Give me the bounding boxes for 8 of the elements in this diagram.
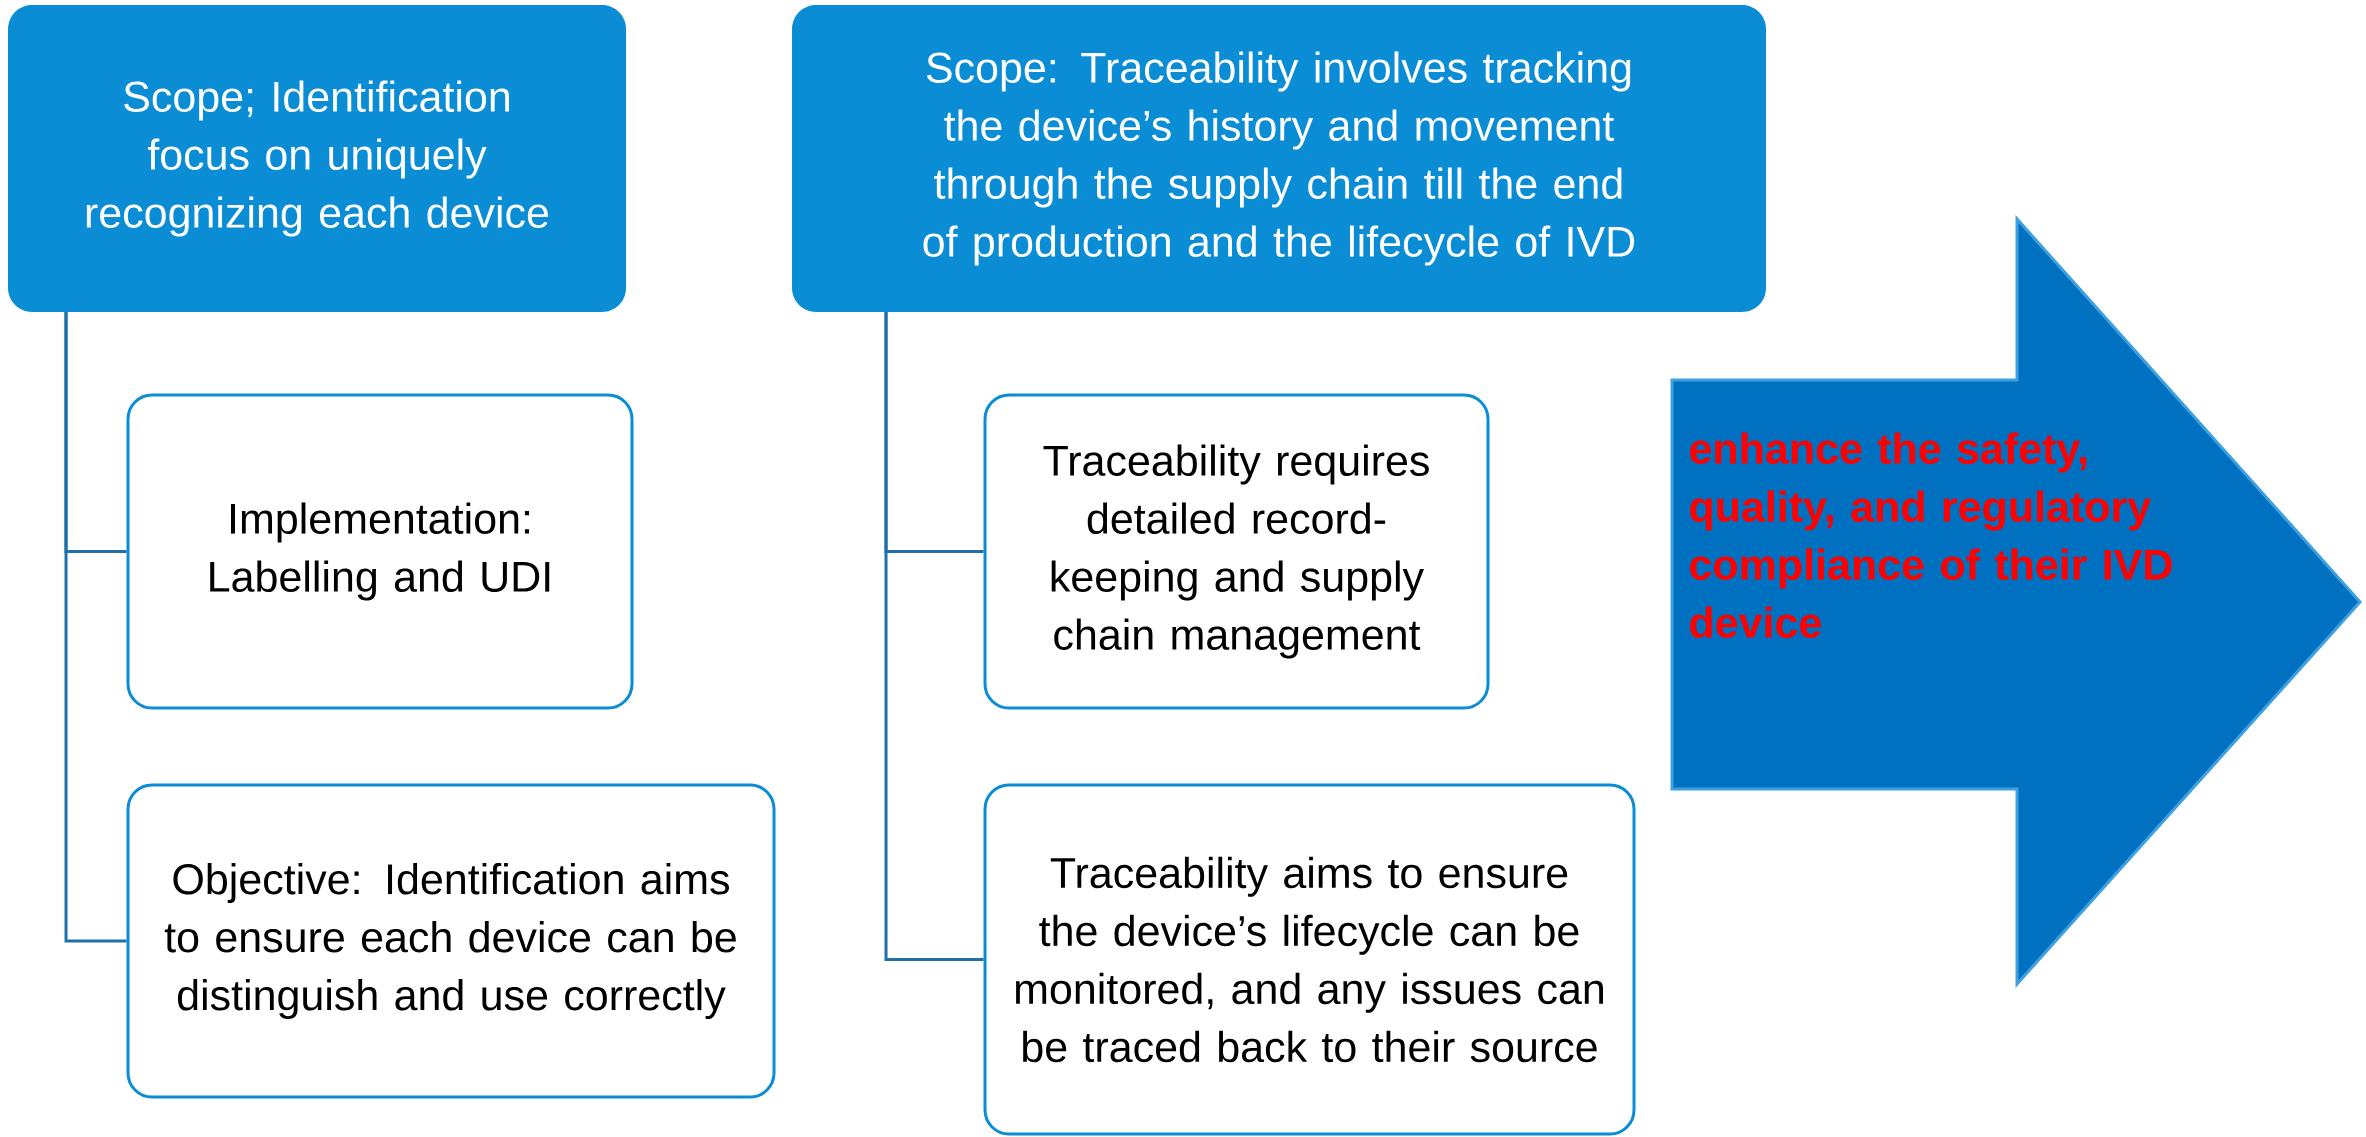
text-box: Traceability aims to ensure the device’s lifecycle can be monitored, and any issues can be traced back to their source <box>983 783 1636 1136</box>
text-box: Implementation: Labelling and UDI <box>126 393 634 710</box>
connector-line <box>64 312 127 943</box>
heading-box: Scope; Identification focus on uniquely recognizing each device <box>8 5 626 312</box>
connector-line <box>884 312 984 961</box>
text-box: Objective: Identification aims to ensure each device can be distinguish and use correctly <box>126 783 776 1099</box>
text-box: Traceability requires detailed record-keeping and supply chain management <box>983 393 1490 710</box>
heading-box: Scope: Traceability involves tracking the device’s history and movement through the supply chain till the end of production and the lifecycle of IVD <box>792 5 1766 312</box>
